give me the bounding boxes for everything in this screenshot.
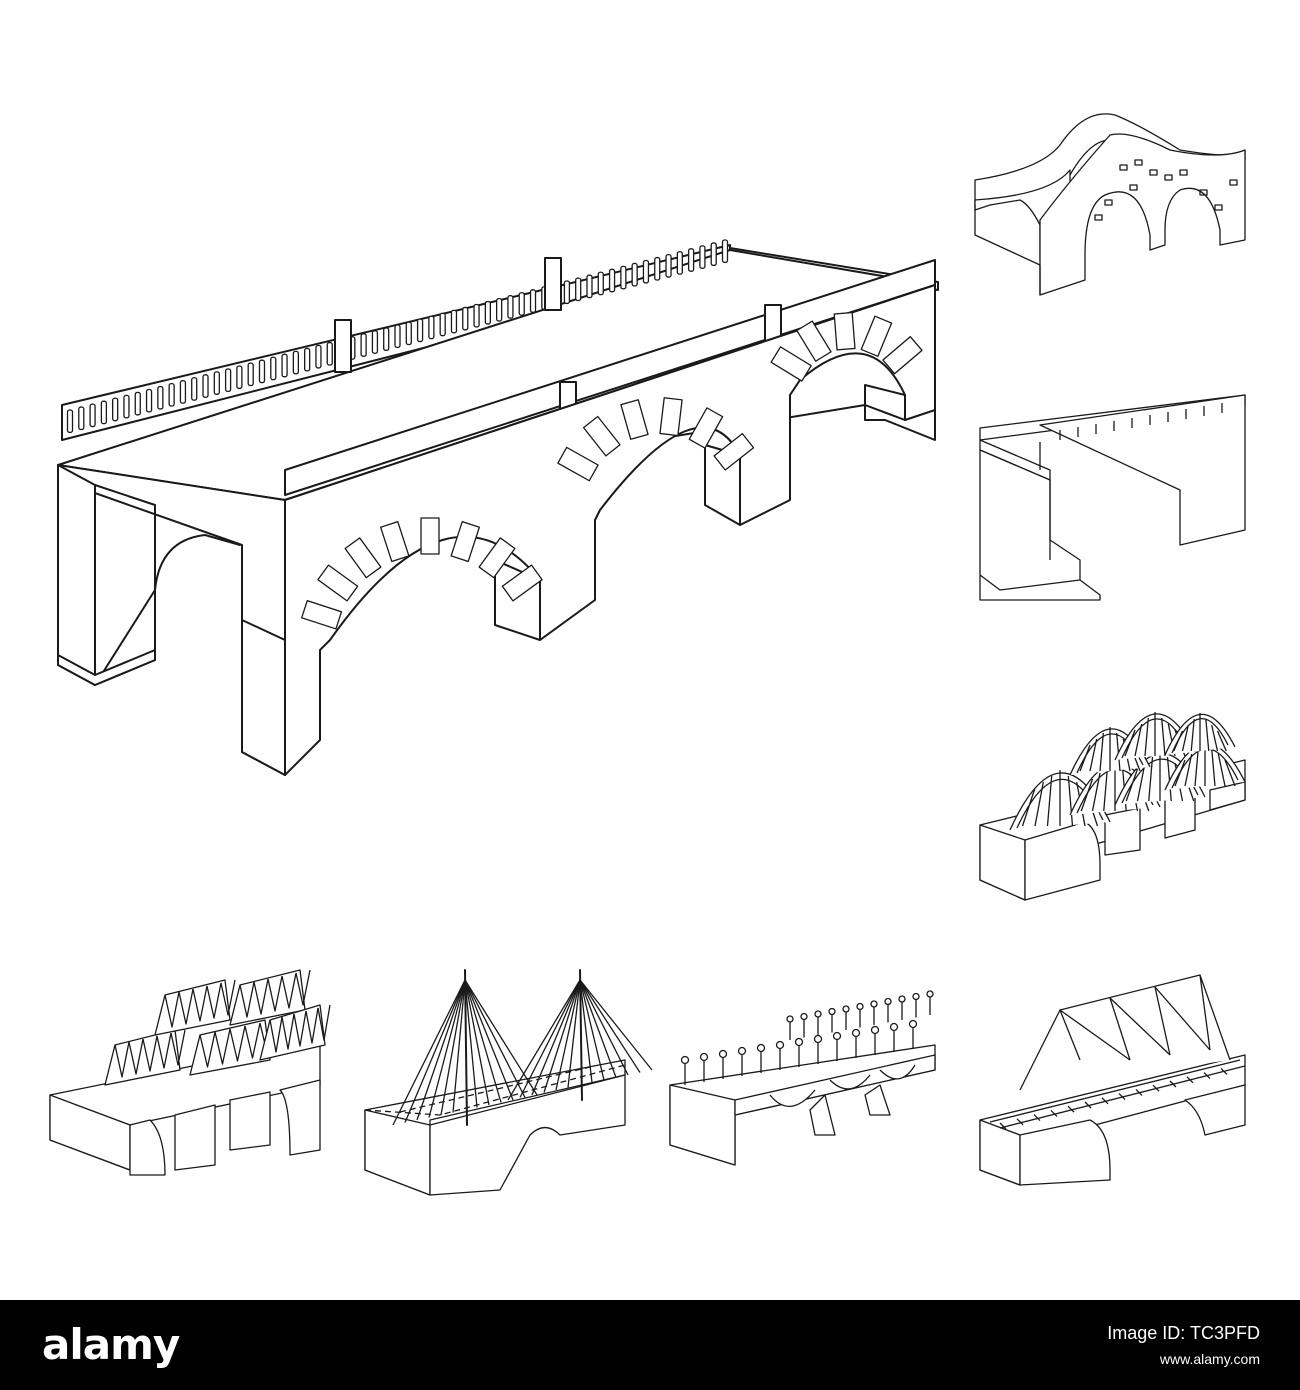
humpback-bridge-icon	[974, 113, 1246, 296]
cable-stayed-bridge-icon	[364, 969, 653, 1196]
image-id-block: Image ID: TC3PFD www.alamy.com	[1107, 1320, 1260, 1372]
image-id-label: Image ID: TC3PFD	[1107, 1323, 1260, 1343]
stone-arch-bridge-icon	[57, 239, 939, 776]
railway-truss-bridge-icon	[979, 974, 1246, 1186]
steel-arch-bridge-icon	[979, 712, 1246, 901]
alamy-logo: alamy	[42, 1320, 180, 1369]
footer-bar: alamy Image ID: TC3PFD www.alamy.com	[0, 1300, 1300, 1390]
aqueduct-bridge-icon	[979, 394, 1246, 601]
site-url: www.alamy.com	[1159, 1351, 1260, 1367]
truss-bridge-icon	[49, 969, 331, 1176]
bridge-illustration	[49, 113, 1246, 1196]
lamp-bridge-icon	[669, 990, 936, 1166]
